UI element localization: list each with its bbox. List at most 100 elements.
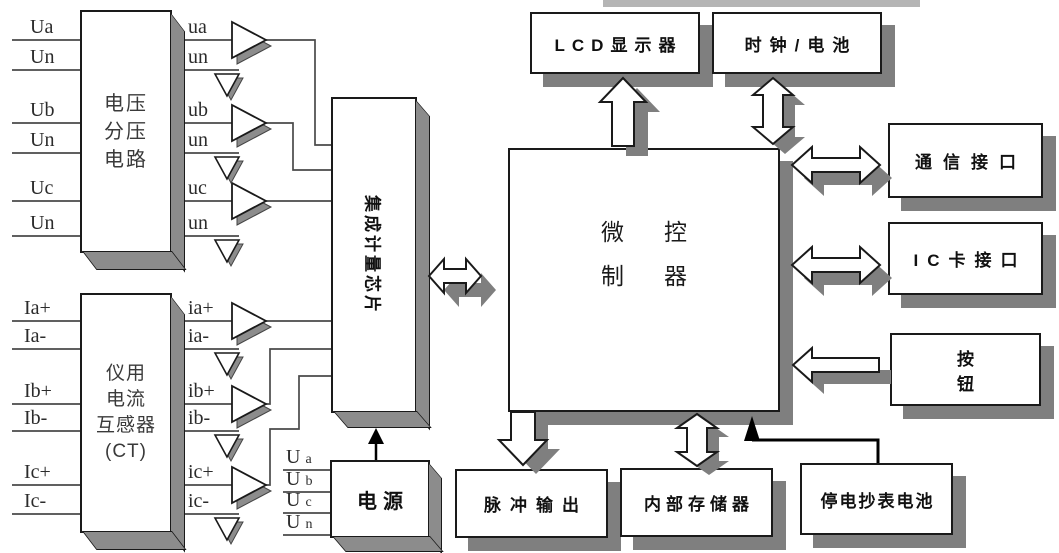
signal-label-voltage-out: uc — [188, 177, 207, 199]
power-input-sub: a — [305, 452, 312, 467]
power-input-main: U — [286, 446, 301, 468]
signal-label-voltage-out: un — [188, 212, 208, 234]
micro-label-line2: 制器 — [601, 263, 727, 289]
ct-label: (CT) — [105, 441, 147, 462]
signal-label-voltage-out: ua — [188, 16, 207, 38]
power-box: 电源 — [330, 460, 444, 553]
ct-label: 电流 — [105, 389, 146, 410]
bevel-face — [170, 295, 185, 553]
power-input-label: U a — [286, 446, 312, 471]
power-input-main: U — [286, 468, 301, 490]
signal-label-voltage-in: Ua — [30, 16, 54, 38]
signal-label-current-out: ic+ — [188, 461, 214, 483]
power-input-sub: b — [305, 474, 313, 489]
signal-label-current-in: Ib- — [24, 407, 48, 429]
internal-memory-box: 内部存储器 — [620, 468, 773, 537]
signal-label-current-out: ia- — [188, 325, 210, 347]
ground-triangle-icon — [213, 352, 244, 381]
op-amp-icon — [231, 181, 273, 226]
clock-battery-label: 时钟/电池 — [744, 35, 858, 55]
ground-triangle-icon — [213, 73, 244, 102]
lcd-display-box: LCD显示器 — [530, 12, 700, 74]
arrow-micro-to-lcd — [597, 76, 660, 156]
micro-controller-box: 微控 制器 — [508, 148, 780, 412]
micro-label-line1: 微控 — [601, 219, 727, 245]
button-label: 按钮 — [957, 349, 1020, 394]
bevel-face — [82, 531, 187, 550]
op-amp-icon — [231, 103, 273, 148]
bus-arrow-chip-micro — [427, 256, 496, 307]
backup-battery-box: 停电抄表电池 — [800, 463, 953, 535]
signal-label-current-in: Ia+ — [24, 297, 51, 319]
bus-arrow-clock — [750, 76, 805, 154]
wire-ua-to-chip — [266, 39, 331, 146]
signal-label-current-in: Ic+ — [24, 461, 51, 483]
button-box: 按钮 — [890, 333, 1041, 406]
op-amp-icons — [231, 20, 273, 510]
power-label: 电源 — [357, 490, 409, 513]
pulse-output-label: 脉冲输出 — [484, 496, 588, 515]
voltage-divider-box: 电压 分压 电路 — [80, 10, 187, 273]
wire-ib-to-chip — [266, 348, 331, 405]
wire-ub-to-chip — [266, 122, 331, 171]
op-amp-icon — [231, 384, 273, 429]
signal-label-voltage-in: Un — [30, 46, 55, 68]
op-amp-icon — [231, 301, 273, 346]
top-gray-strip — [603, 0, 920, 7]
voltage-divider-label: 电压 — [104, 92, 148, 115]
op-amp-icon — [231, 465, 273, 510]
power-input-label: U c — [286, 489, 312, 514]
bevel-face — [170, 12, 185, 273]
power-input-sub: c — [305, 495, 312, 510]
ct-box: 仪用 电流 互感器 (CT) — [80, 293, 187, 553]
signal-label-current-in: Ib+ — [24, 380, 52, 402]
voltage-divider-label: 分压 — [104, 120, 148, 143]
arrow-button-to-micro — [791, 345, 891, 394]
signal-label-voltage-in: Un — [30, 129, 55, 151]
ct-label: 互感器 — [95, 415, 156, 436]
clock-battery-box: 时钟/电池 — [712, 12, 882, 74]
metering-chip-label: 集成计量芯片 — [362, 195, 382, 315]
bus-arrow-ic-card — [790, 244, 892, 296]
signal-label-current-in: Ic- — [24, 490, 47, 512]
signal-label-current-out: ib- — [188, 407, 211, 429]
ic-card-interface-box: IC卡接口 — [888, 222, 1043, 295]
comm-interface-label: 通信接口 — [915, 153, 1027, 172]
metering-chip-box: 集成计量芯片 — [331, 97, 432, 431]
ic-card-interface-label: IC卡接口 — [913, 251, 1027, 270]
bus-arrow-comm — [790, 144, 892, 196]
signal-label-voltage-in: Ub — [30, 99, 55, 121]
signal-label-current-out: ic- — [188, 490, 210, 512]
ground-triangle-icon — [213, 239, 244, 268]
power-input-sub: n — [305, 517, 313, 532]
arrow-micro-to-pulse — [496, 411, 560, 474]
power-input-main: U — [286, 511, 301, 533]
op-amp-icon — [231, 20, 273, 65]
signal-label-current-out: ib+ — [188, 380, 215, 402]
ground-triangle-icon — [213, 517, 244, 546]
ground-triangle-icon — [213, 434, 244, 463]
signal-label-voltage-in: Uc — [30, 177, 54, 199]
ground-triangle-icon — [213, 156, 244, 185]
signal-label-voltage-out: un — [188, 46, 208, 68]
internal-memory-label: 内部存储器 — [644, 495, 754, 514]
ct-label: 仪用 — [105, 363, 146, 384]
bevel-face — [332, 536, 444, 552]
arrow-battery-to-micro — [744, 416, 880, 463]
voltage-divider-label: 电路 — [104, 148, 148, 171]
ground-triangle-icons — [213, 73, 244, 546]
power-input-main: U — [286, 489, 301, 511]
bus-arrow-memory — [673, 412, 729, 475]
arrow-power-to-chip — [368, 428, 384, 460]
backup-battery-label: 停电抄表电池 — [820, 491, 935, 511]
comm-interface-box: 通信接口 — [888, 123, 1043, 198]
signal-label-voltage-out: un — [188, 129, 208, 151]
pulse-output-box: 脉冲输出 — [455, 469, 608, 538]
signal-label-current-in: Ia- — [24, 325, 47, 347]
signal-label-voltage-in: Un — [30, 212, 55, 234]
power-input-label: U n — [286, 511, 312, 536]
bevel-face — [415, 99, 430, 431]
bevel-face — [82, 251, 187, 270]
power-input-label: U b — [286, 468, 312, 493]
